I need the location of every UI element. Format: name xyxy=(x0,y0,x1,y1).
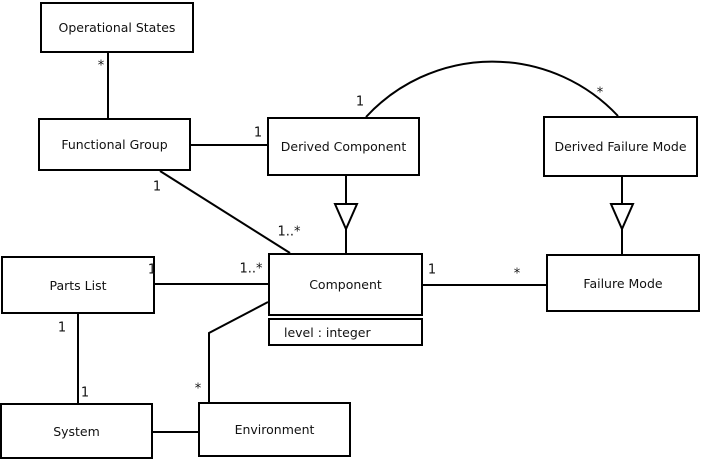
multiplicity-label: * xyxy=(194,381,202,397)
class-box-environment: Environment xyxy=(198,402,351,457)
generalization-arrow-icon xyxy=(609,203,635,232)
class-name: Environment xyxy=(234,422,315,437)
class-name: Derived Failure Mode xyxy=(554,139,687,154)
class-box-derived-component: Derived Component xyxy=(267,117,420,176)
class-box-derived-failure-mode: Derived Failure Mode xyxy=(543,116,698,177)
multiplicity-label: 1 xyxy=(355,94,365,110)
multiplicity-label: * xyxy=(513,266,521,282)
class-box-component: Component xyxy=(268,253,423,316)
association-functional-group--component xyxy=(159,170,291,254)
multiplicity-label: 1 xyxy=(80,385,90,401)
association-component--environment xyxy=(208,301,269,402)
class-box-system: System xyxy=(0,403,153,459)
class-attributes-component: level : integer xyxy=(268,318,423,346)
class-box-operational-states: Operational States xyxy=(40,2,194,53)
class-name: Component xyxy=(309,277,382,292)
multiplicity-label: * xyxy=(596,85,604,101)
class-name: Failure Mode xyxy=(583,275,663,291)
attribute-text: level : integer xyxy=(284,324,371,340)
generalization-arrow-icon xyxy=(333,203,359,232)
multiplicity-label: 1..* xyxy=(239,261,263,277)
multiplicity-label: 1 xyxy=(57,320,67,336)
class-name: Functional Group xyxy=(61,137,168,152)
multiplicity-label: 1 xyxy=(427,262,437,278)
class-name: Derived Component xyxy=(280,139,407,154)
class-name: System xyxy=(53,423,100,439)
multiplicity-label: 1..* xyxy=(277,224,301,240)
multiplicity-label: 1 xyxy=(253,125,263,141)
multiplicity-label: * xyxy=(97,58,105,74)
association-derived-component--derived-failure-mode xyxy=(365,60,619,118)
class-box-failure-mode: Failure Mode xyxy=(546,254,700,312)
multiplicity-label: 1 xyxy=(152,179,162,195)
class-box-functional-group: Functional Group xyxy=(38,118,191,171)
class-name: Operational States xyxy=(58,20,176,35)
class-name: Parts List xyxy=(49,277,107,293)
multiplicity-label: 1 xyxy=(147,262,157,278)
class-box-parts-list: Parts List xyxy=(1,256,155,314)
